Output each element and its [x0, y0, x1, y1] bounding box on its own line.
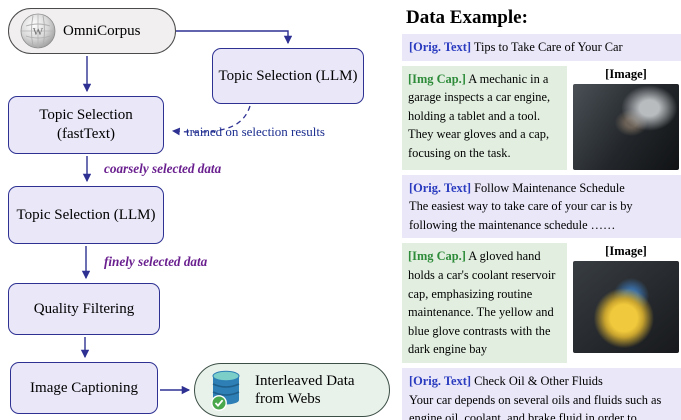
orig-text-title: Check Oil & Other Fluids — [474, 374, 603, 389]
edge-label-coarse: coarsely selected data — [104, 161, 222, 176]
omnicorpus-label: OmniCorpus — [63, 22, 141, 39]
output-label: Interleaved Data from Webs — [255, 373, 355, 407]
flow-node-omnicorpus: W OmniCorpus — [8, 8, 176, 54]
image-column: [Image] — [571, 65, 681, 170]
node-label: Topic Selection (fastText) — [39, 107, 133, 142]
node-label: Quality Filtering — [33, 300, 135, 317]
flow-node-image-captioning: Image Captioning — [10, 362, 158, 414]
orig-text-title: Follow Maintenance Schedule — [474, 180, 625, 195]
orig-text-row: [Orig. Text] Check Oil & Other Fluids Yo… — [402, 368, 681, 420]
edge-label-trained: trained on selection results — [186, 124, 325, 139]
image-caption-row: [Img Cap.] A gloved hand holds a car's c… — [402, 243, 681, 364]
img-cap-label: [Img Cap.] — [408, 71, 466, 86]
panel-title: Data Example: — [406, 7, 528, 28]
svg-text:W: W — [33, 26, 44, 38]
edge-label-fine: finely selected data — [104, 254, 208, 269]
orig-text-label: [Orig. Text] — [409, 180, 471, 195]
flow-node-interleaved-output: Interleaved Data from Webs — [194, 363, 390, 417]
wikipedia-globe-icon: W — [19, 12, 57, 50]
orig-text-label: [Orig. Text] — [409, 40, 471, 54]
database-icon — [207, 368, 247, 412]
orig-text-row: [Orig. Text] Tips to Take Care of Your C… — [402, 34, 681, 61]
image-caption-row: [Img Cap.] A mechanic in a garage inspec… — [402, 65, 681, 170]
image-tag-label: [Image] — [605, 66, 647, 81]
img-cap-label: [Img Cap.] — [408, 249, 466, 264]
caption-body: A mechanic in a garage inspects a car en… — [408, 71, 551, 161]
mechanic-photo — [573, 83, 679, 170]
check-icon — [211, 395, 227, 411]
example-rows: [Orig. Text] Tips to Take Care of Your C… — [402, 34, 681, 420]
node-label: Topic Selection (LLM) — [218, 67, 358, 84]
caption-body: A gloved hand holds a car's coolant rese… — [408, 249, 556, 357]
node-label: Image Captioning — [30, 379, 138, 396]
glove-photo — [573, 261, 679, 354]
image-column: [Image] — [571, 243, 681, 364]
flow-node-topic-selection-llm-trainer: Topic Selection (LLM) — [212, 48, 364, 104]
orig-text-title: Tips to Take Care of Your Car — [473, 40, 623, 54]
orig-text-body: Your car depends on several oils and flu… — [409, 392, 665, 420]
node-label: Topic Selection (LLM) — [16, 206, 156, 223]
data-example-panel: Data Example: [Orig. Text] Tips to Take … — [402, 0, 681, 420]
caption-text: [Img Cap.] A gloved hand holds a car's c… — [402, 243, 567, 364]
image-tag-label: [Image] — [605, 244, 647, 259]
flow-node-topic-selection-fasttext: Topic Selection (fastText) — [8, 96, 164, 154]
flow-node-topic-selection-llm: Topic Selection (LLM) — [8, 186, 164, 244]
orig-text-row: [Orig. Text] Follow Maintenance Schedule… — [402, 174, 681, 239]
orig-text-label: [Orig. Text] — [409, 374, 471, 389]
caption-text: [Img Cap.] A mechanic in a garage inspec… — [402, 65, 567, 170]
orig-text-body: The easiest way to take care of your car… — [409, 199, 633, 232]
flow-node-quality-filtering: Quality Filtering — [8, 283, 160, 335]
